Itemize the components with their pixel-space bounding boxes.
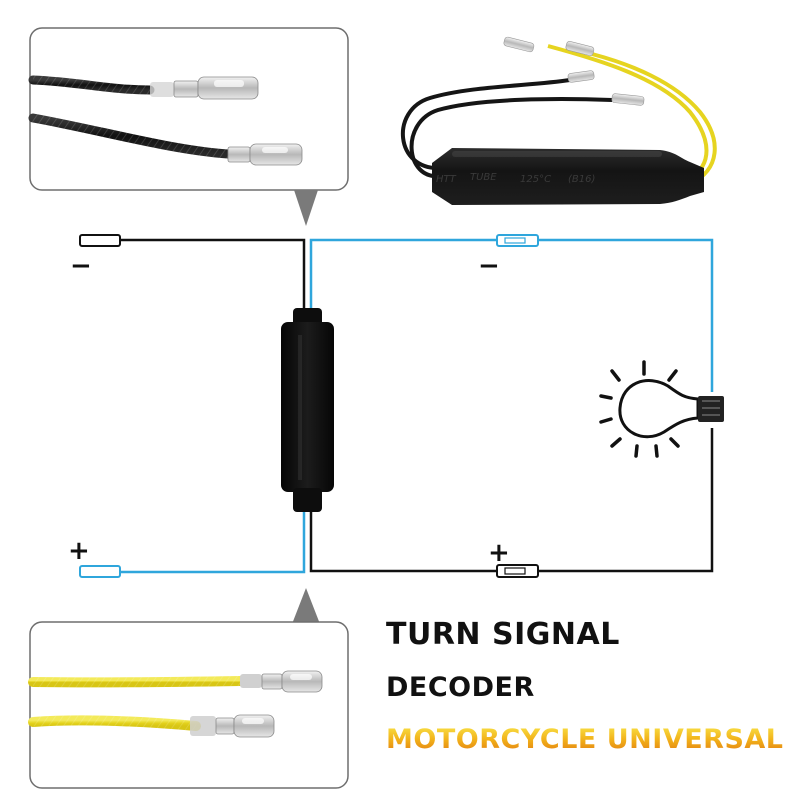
inset-yellow-wires	[28, 588, 349, 789]
title-line-3: MOTORCYCLE UNIVERSAL	[386, 724, 784, 755]
inset-bottom-left-frame	[29, 621, 349, 789]
decoder-tube-body	[432, 148, 704, 205]
sign-top-right: −	[478, 251, 500, 281]
title-line-2: DECODER	[386, 672, 535, 703]
black-wire-bottom	[309, 512, 497, 573]
terminal-2	[227, 146, 251, 163]
inset-bottom-pointer	[292, 588, 320, 624]
inset-top-pointer	[294, 190, 318, 226]
decoder-print-temp: 125°C	[520, 174, 551, 185]
decoder-print-code: (B16)	[568, 174, 595, 185]
bulb-base	[698, 396, 724, 422]
decoder-print-tube: TUBE	[470, 172, 497, 183]
terminal-top-right	[496, 234, 539, 247]
decoder-product-photo: HTT TUBE 125°C (B16)	[400, 36, 717, 205]
blue-wire-bottom	[120, 512, 306, 574]
blue-wire-top	[309, 238, 497, 308]
product-yellow-wire-1	[547, 44, 709, 180]
sign-bottom-right: +	[488, 538, 510, 568]
sign-top-left: −	[70, 251, 92, 281]
terminal-1	[173, 80, 199, 98]
blue-wire-lamp-feed	[538, 238, 714, 392]
turn-signal-bulb-icon	[599, 360, 724, 458]
decoder-schematic-body	[281, 322, 334, 492]
terminal-4	[215, 717, 235, 735]
terminal-3	[261, 673, 283, 690]
black-wire-lamp-return	[538, 428, 714, 573]
bulb-glass	[618, 379, 700, 439]
product-yellow-wire-2	[591, 52, 717, 186]
terminal-bottom-left	[79, 565, 121, 578]
circuit: − − + +	[68, 234, 724, 578]
title-line-1: TURN SIGNAL	[386, 617, 620, 652]
inset-top-left-frame	[29, 27, 349, 191]
terminal-top-left	[79, 234, 121, 247]
inset-black-wires	[28, 27, 349, 226]
decoder-schematic-bottom-cap	[293, 488, 322, 512]
decoder-print-left: HTT	[436, 174, 457, 185]
black-wire-top	[120, 238, 306, 308]
product-black-wire-inner	[409, 97, 613, 179]
bulb-rays	[599, 360, 680, 458]
sign-bottom-left: +	[68, 536, 90, 566]
